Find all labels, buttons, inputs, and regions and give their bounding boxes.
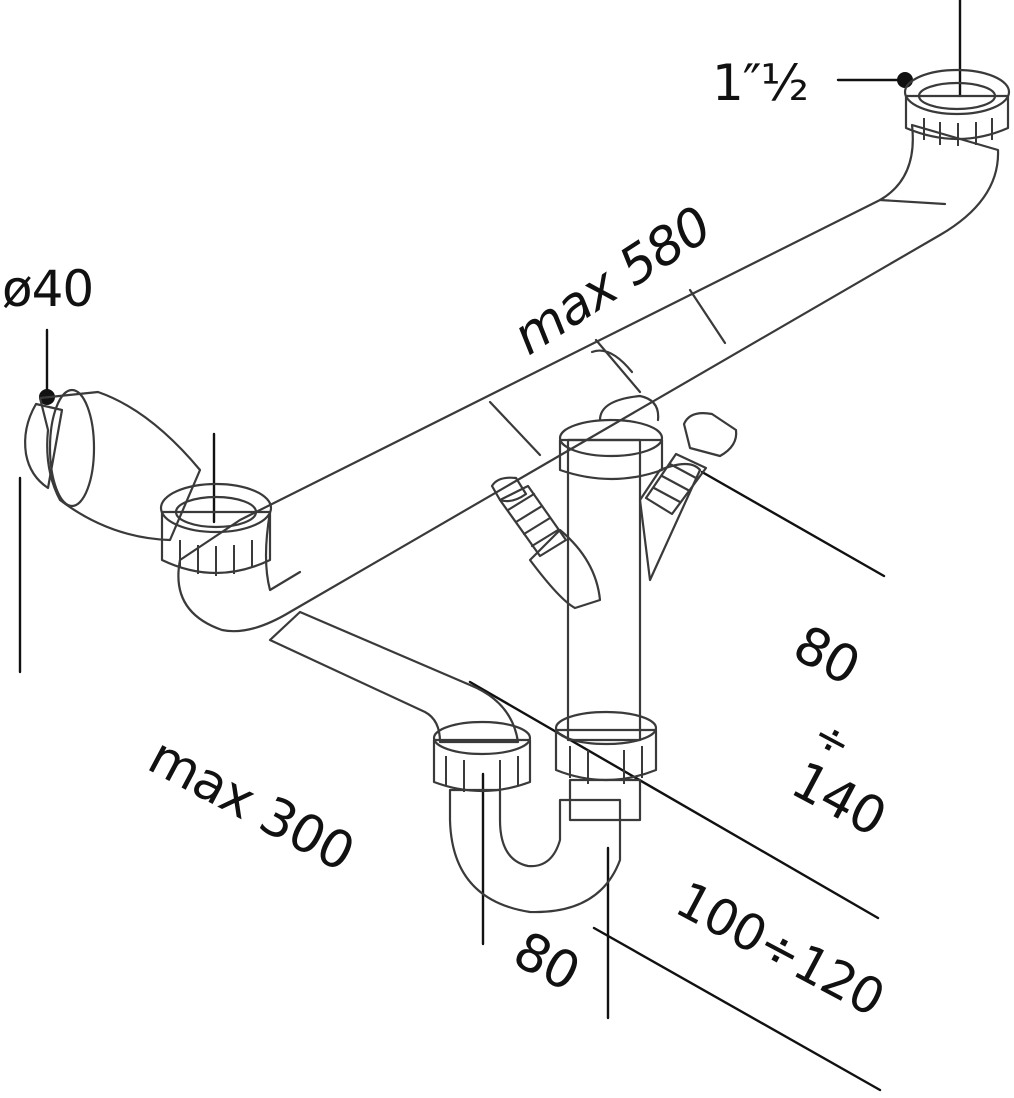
left-inlet-nut (159, 482, 273, 576)
main-pipe (177, 123, 1000, 633)
dim-line-bottom-diagonal (592, 926, 882, 1092)
leader-dots (39, 72, 913, 405)
right-hose-connector (644, 412, 738, 516)
dot-thread (897, 72, 913, 88)
side-waste-pipe (268, 610, 520, 744)
dim-line-hose-diagonal (700, 470, 886, 578)
trap-nut-right (554, 710, 658, 784)
right-inlet-nut (903, 68, 1011, 146)
bottle-trap (432, 710, 658, 914)
label-thread: 1″½ (712, 54, 809, 112)
trap-nut-left (432, 720, 532, 793)
outlet-cone (24, 388, 202, 542)
left-hose-connector (490, 476, 568, 558)
dimension-lines (18, 0, 962, 1092)
dim-line-trap-diagonal (468, 680, 880, 920)
label-diameter: ø40 (2, 260, 94, 318)
hose-branch (490, 412, 738, 610)
